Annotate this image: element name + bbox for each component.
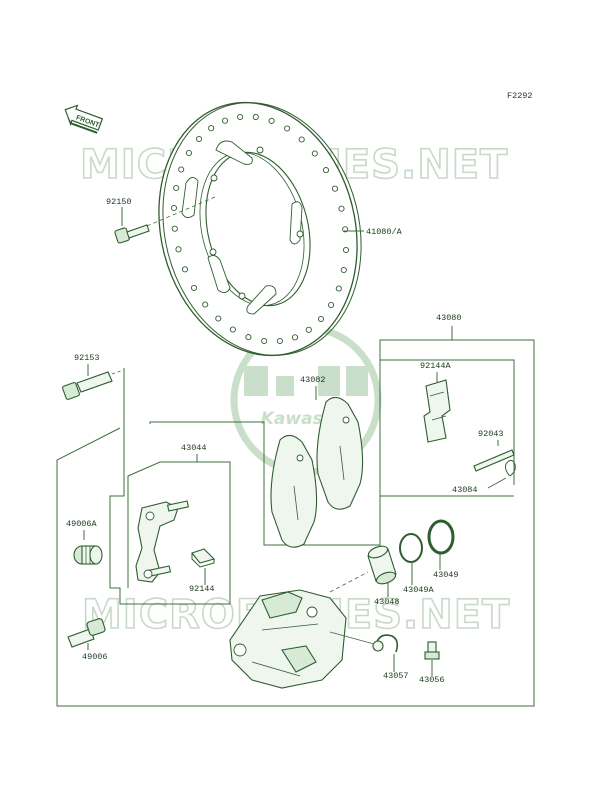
label-43082: 43082	[300, 375, 326, 385]
label-43057: 43057	[383, 671, 409, 681]
disc-vent-hole	[173, 184, 180, 192]
disc-vent-hole	[338, 205, 345, 212]
disc-vent-hole	[245, 334, 252, 341]
boot-49006A	[73, 545, 103, 565]
piston-seal-43049	[427, 519, 455, 555]
label-49006: 49006	[82, 652, 108, 662]
caliper-bracket-43044	[135, 500, 190, 583]
disc-vent-hole	[340, 266, 347, 274]
label-43044: 43044	[181, 443, 207, 453]
label-92150: 92150	[106, 197, 132, 207]
front-arrow-icon: FRONT	[64, 104, 104, 134]
disc-vent-hole	[335, 285, 342, 292]
disc-vent-hole	[331, 185, 339, 192]
disc-vent-hole	[291, 334, 299, 341]
disc-holes	[170, 113, 350, 345]
label-43080: 43080	[436, 313, 462, 323]
disc-vent-hole	[175, 246, 182, 253]
label-92153: 92153	[74, 353, 100, 363]
disc-vent-hole	[261, 337, 268, 345]
brake-disc	[158, 101, 362, 357]
label-43049: 43049	[433, 570, 459, 580]
label-43056: 43056	[419, 675, 445, 685]
caliper-body	[229, 589, 347, 689]
disc-vent-hole	[328, 301, 335, 309]
slide-pin-49006	[67, 618, 106, 648]
disc-vent-hole	[181, 266, 189, 273]
disc-vent-hole	[322, 167, 330, 174]
disc-bolt-holes	[209, 146, 304, 300]
label-92144: 92144	[189, 584, 215, 594]
label-43048: 43048	[374, 597, 400, 607]
label-49006A: 49006A	[66, 519, 98, 529]
disc-vent-hole	[170, 204, 178, 212]
dust-seal-43049A	[399, 533, 423, 563]
pad-pin-92043	[473, 449, 516, 477]
disc-vent-hole	[252, 113, 259, 121]
disc-vent-hole	[305, 326, 312, 333]
disc-vent-hole	[221, 117, 229, 124]
bolt-92153	[62, 369, 125, 400]
brake-pads-43082	[270, 396, 364, 548]
disc-vent-hole	[215, 315, 222, 322]
disc-vent-hole	[317, 315, 325, 323]
disc-vent-hole	[342, 246, 350, 254]
label-92144A: 92144A	[420, 361, 452, 371]
bleeder-valve-43056	[424, 641, 440, 660]
label-43049A: 43049A	[403, 585, 435, 595]
disc-slots	[181, 140, 303, 315]
disc-vent-hole	[195, 135, 203, 143]
disc-vent-hole	[178, 166, 185, 173]
disc-vent-hole	[208, 125, 215, 132]
disc-vent-hole	[190, 284, 198, 291]
disc-vent-hole	[171, 225, 178, 232]
piston-43048	[367, 545, 397, 585]
bleeder-cap-43057	[372, 634, 399, 653]
disc-vent-hole	[185, 149, 192, 157]
clip-92144	[191, 548, 216, 568]
disc-vent-hole	[311, 150, 318, 157]
disc-vent-hole	[229, 326, 236, 333]
disc-vent-hole	[268, 117, 275, 124]
label-41080A: 41080/A	[366, 227, 403, 237]
pad-spring-92144A	[423, 379, 451, 443]
kawasaki-logo: Kawasaki	[230, 324, 382, 476]
label-92043: 92043	[478, 429, 504, 439]
disc-vent-hole	[237, 113, 244, 121]
figure-code: F2292	[507, 91, 533, 101]
disc-vent-hole	[284, 125, 291, 132]
disc-vent-hole	[298, 136, 305, 143]
disc-vent-hole	[202, 301, 209, 308]
disc-vent-hole	[276, 337, 283, 345]
label-43084: 43084	[452, 485, 478, 495]
bolt-92150	[114, 196, 216, 244]
